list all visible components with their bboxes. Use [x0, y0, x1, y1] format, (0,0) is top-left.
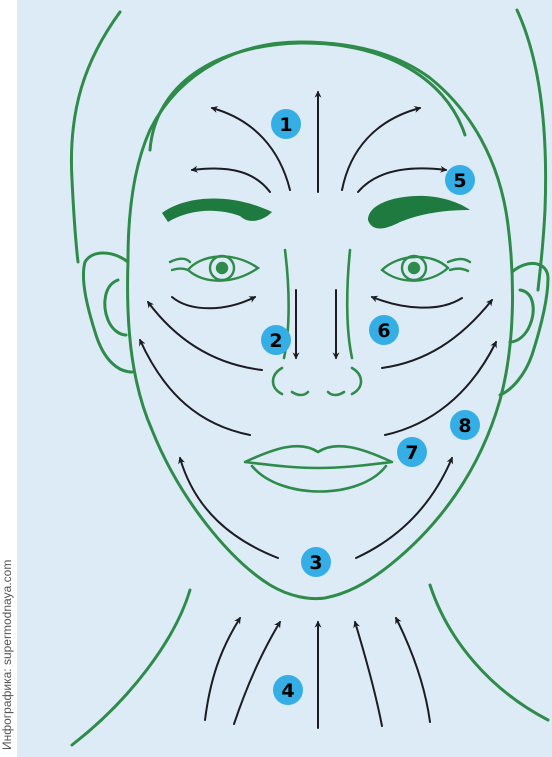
infographic-credit: Инфографика: supermodnaya.com: [0, 470, 14, 750]
marker-1: 1: [271, 109, 301, 139]
nostril-left: [292, 392, 308, 395]
marker-5-label: 5: [453, 170, 466, 192]
nose-wing-right: [352, 368, 361, 394]
marker-1-label: 1: [279, 114, 292, 136]
marker-4: 4: [273, 675, 303, 705]
arrow-cheek-left-lower: [140, 340, 250, 435]
marker-8-label: 8: [458, 415, 471, 437]
marker-8: 8: [450, 410, 480, 440]
marker-3: 3: [301, 547, 331, 577]
nose-bridge-right: [347, 250, 352, 358]
face-outline: [128, 42, 513, 599]
neck-right: [430, 585, 548, 720]
marker-6: 6: [369, 315, 399, 345]
lip-upper: [245, 446, 392, 468]
ear-right: [500, 263, 548, 395]
nose-wing-left: [273, 368, 282, 394]
arrow-undereye-right: [372, 297, 462, 308]
arrow-neck-2: [234, 622, 280, 724]
neck-left: [72, 590, 190, 745]
marker-5: 5: [445, 165, 475, 195]
eyebrow-left: [162, 199, 272, 222]
arrow-forehead-left-side: [192, 168, 270, 192]
eye-left: [170, 256, 258, 281]
arrow-cheek-right-upper: [382, 300, 492, 368]
eye-right: [382, 256, 470, 281]
marker-2: 2: [261, 325, 291, 355]
eyebrow-right: [368, 196, 470, 229]
arrow-jaw-right: [356, 458, 452, 558]
arrow-undereye-left: [172, 297, 255, 308]
marker-7: 7: [397, 437, 427, 467]
marker-3-label: 3: [309, 552, 322, 574]
arrow-neck-4: [355, 622, 382, 726]
arrow-neck-1: [205, 618, 240, 720]
arrow-forehead-right-side: [358, 168, 446, 192]
hair-outline-left: [71, 12, 120, 262]
marker-4-label: 4: [281, 680, 294, 702]
marker-6-label: 6: [377, 320, 390, 342]
ear-left-inner: [105, 280, 126, 335]
arrow-forehead-right-up: [342, 108, 420, 190]
ear-left: [83, 253, 132, 372]
marker-2-label: 2: [269, 330, 282, 352]
hair-outline-right: [517, 10, 546, 290]
hair-top: [150, 43, 465, 150]
marker-7-label: 7: [405, 442, 418, 464]
lip-lower: [252, 466, 386, 492]
arrow-cheek-left-upper: [148, 302, 262, 370]
nostril-right: [328, 392, 344, 395]
arrow-neck-5: [396, 618, 430, 722]
